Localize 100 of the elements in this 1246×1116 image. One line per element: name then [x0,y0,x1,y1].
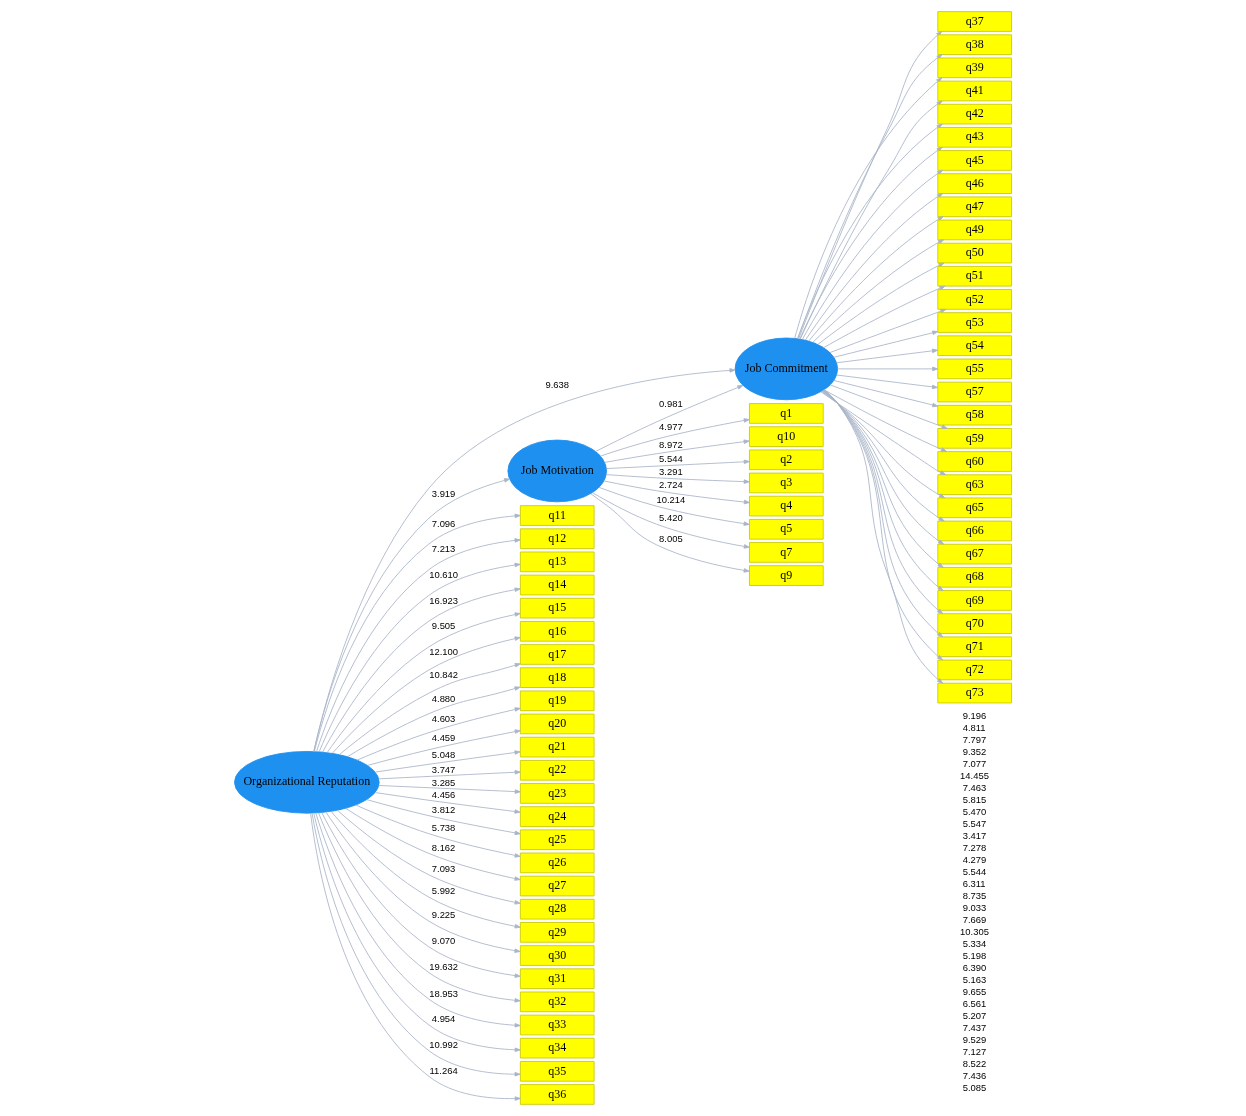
edge-label: 10.842 [429,669,458,681]
label: 7.077 [962,757,987,769]
arrow [833,380,939,408]
node-box: q36 [519,1084,595,1105]
node-box: q41 [937,80,1012,102]
label: 9.033 [962,901,987,913]
label: 5.815 [962,793,987,805]
node-box: q28 [519,898,595,920]
node-box: q2 [749,449,824,471]
label: 9.196 [962,709,987,721]
edge-label: 4.603 [431,713,456,725]
label: 4.811 [962,721,986,733]
arrow [326,612,521,753]
arrow [378,785,521,794]
node-box: q50 [937,242,1012,264]
label: 6.390 [962,961,987,973]
edge-label: 9.070 [431,935,456,947]
arrow [606,459,750,469]
node-box: q3 [749,472,824,494]
node-box: q54 [937,335,1012,356]
label: 7.436 [962,1069,987,1081]
arrow [603,480,750,505]
node-box: q9 [749,565,824,586]
node-ellipse: Job Motivation [507,439,607,503]
node-box: q29 [519,922,595,943]
label: 8.522 [962,1057,987,1069]
node-box: q70 [937,613,1012,634]
edge-label: 7.093 [431,863,456,875]
arrow [804,193,944,341]
label: 3.417 [962,829,987,841]
label: 7.797 [962,733,987,745]
edge-label: 5.048 [431,749,456,761]
arrow [823,285,946,349]
node-box: q65 [937,497,1012,519]
arrow [366,799,521,836]
node-box: q39 [937,57,1012,79]
node-box: q10 [749,426,824,447]
label: 5.207 [962,1009,987,1021]
arrow [836,374,939,390]
edge-label: 10.992 [429,1038,458,1050]
arrow [837,366,939,372]
label: 8.735 [962,889,987,901]
node-box: q32 [519,991,595,1013]
arrow [356,707,521,761]
node-box: q7 [749,542,824,563]
label: 7.278 [962,841,987,853]
node-box: q31 [519,968,595,989]
edge-label: 7.096 [431,517,456,529]
edge-label: 0.981 [659,398,683,410]
node-box: q67 [937,543,1012,565]
edge-label: 2.724 [659,478,683,490]
label: 9.655 [962,985,987,997]
arrow [345,808,521,881]
arrow [821,390,945,522]
node-box: q53 [937,312,1012,333]
node-box: q4 [749,495,824,517]
arrow [604,439,750,463]
label: 5.198 [962,949,987,961]
node-box: q17 [519,644,595,665]
arrow [325,811,521,953]
node-box: q1 [749,403,824,424]
node-box: q23 [519,783,595,804]
edge-label: 8.972 [659,438,683,450]
label: 5.085 [962,1081,987,1093]
label: 10.305 [960,925,989,937]
edge-label: 5.992 [431,885,456,897]
edge-label: 9.505 [431,620,456,632]
arrow [829,384,948,429]
arrow [829,308,947,353]
edge-label: 16.923 [429,594,458,606]
arrow [605,474,750,484]
label: 7.127 [962,1045,987,1057]
label: 5.470 [962,805,987,817]
edge-label: 10.214 [656,494,686,506]
edge-label: 18.953 [429,987,458,999]
label: 7.463 [962,781,987,793]
node-box: q14 [519,574,595,596]
arrow [591,492,750,549]
node-box: q42 [937,103,1012,125]
node-box: q22 [519,760,595,781]
node-box: q69 [937,590,1012,611]
node-box: q37 [937,11,1012,32]
arrow [332,636,521,754]
arrow [595,385,744,452]
arrow [808,216,944,342]
node-box: q49 [937,219,1012,241]
node-box: q43 [937,127,1012,148]
node-box: q68 [937,567,1012,588]
node-ellipse: Organizational Reputation [234,751,380,814]
node-box: q16 [519,621,595,642]
node-box: q45 [937,150,1012,171]
node-box: q51 [937,265,1012,287]
node-box: q55 [937,358,1012,380]
edge-label: 4.977 [659,421,683,433]
edge-label: 8.005 [659,532,683,544]
label: 6.311 [962,877,986,889]
arrow [378,770,521,780]
label: 14.455 [960,769,989,781]
arrow [374,750,521,773]
edge-label: 8.162 [431,841,456,853]
